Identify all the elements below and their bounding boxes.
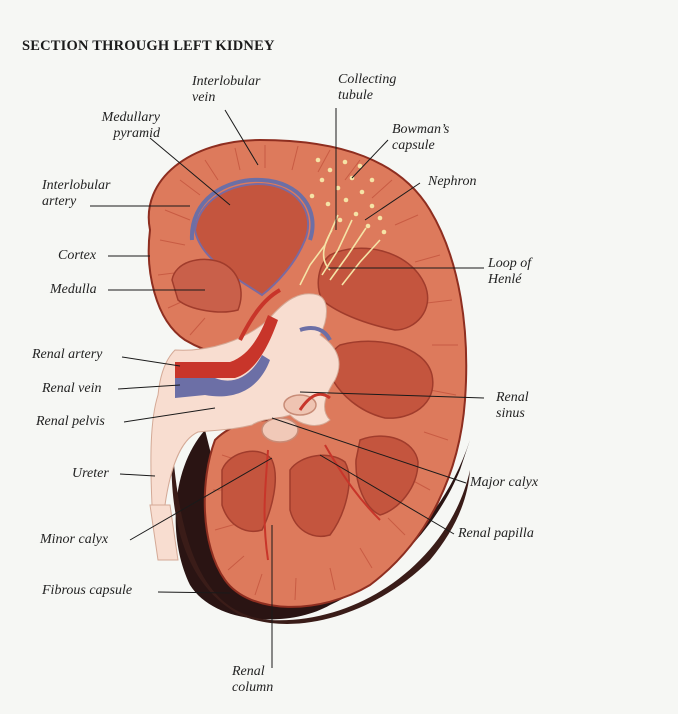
leader-nephron	[364, 182, 421, 221]
label-renal-vein: Renal vein	[42, 381, 102, 396]
renal-pelvis	[150, 293, 340, 506]
label-medullary-pyramid: Medullary pyramid	[101, 110, 160, 141]
leader-renal-papilla	[319, 454, 455, 535]
artery-branch-3	[263, 449, 269, 561]
pyramid-bottom-left	[221, 450, 276, 532]
label-minor-calyx: Minor calyx	[40, 532, 109, 547]
label-major-calyx: Major calyx	[470, 475, 539, 490]
label-cortex: Cortex	[58, 248, 97, 263]
label-renal-column: Renal column	[232, 664, 274, 695]
label-nephron: Nephron	[428, 174, 477, 189]
leader-fibrous-capsule	[157, 591, 231, 594]
pyramid-bottom-right	[355, 435, 419, 516]
nephron-tubules	[299, 214, 381, 286]
leader-interlobular-vein	[224, 109, 259, 166]
leader-lines	[90, 108, 485, 668]
leader-ureter	[119, 473, 156, 477]
leader-minor-calyx	[129, 457, 273, 541]
pyramid-right-upper	[317, 247, 429, 331]
leader-renal-pelvis	[123, 407, 216, 423]
leader-bowmans-capsule	[351, 139, 389, 179]
leader-medullary-pyramid	[149, 137, 231, 206]
label-renal-papilla: Renal papilla	[458, 526, 534, 541]
diagram-title: SECTION THROUGH LEFT KIDNEY	[22, 38, 275, 54]
label-collecting-tubule: Collecting tubule	[338, 72, 397, 103]
leader-renal-sinus	[299, 391, 485, 399]
leader-renal-artery	[121, 356, 181, 367]
artery-branch-4	[324, 444, 381, 521]
label-renal-sinus: Renal sinus	[496, 390, 529, 421]
label-renal-pelvis: Renal pelvis	[36, 414, 105, 429]
artery-branch-1	[238, 288, 282, 341]
ureter-tube	[149, 504, 179, 561]
label-loop-of-henle: Loop of Henlé	[488, 256, 532, 287]
label-bowmans-capsule: Bowman’s capsule	[392, 122, 450, 153]
pyramid-left	[171, 258, 242, 313]
leader-renal-vein	[117, 384, 181, 390]
minor-calyx-cup	[261, 417, 299, 443]
pyramid-bottom-mid	[289, 454, 350, 537]
cortex-striations	[157, 145, 458, 601]
vein-branch-1	[299, 326, 332, 342]
artery-branch-2	[298, 392, 331, 411]
renal-artery-vessel	[175, 315, 278, 378]
label-ureter: Ureter	[72, 466, 109, 481]
renal-vein-vessel	[175, 355, 270, 398]
fibrous-capsule-shadow	[175, 430, 470, 620]
label-interlobular-vein: Interlobular vein	[192, 74, 261, 105]
label-medulla: Medulla	[50, 282, 97, 297]
label-fibrous-capsule: Fibrous capsule	[42, 583, 133, 598]
arcuate-vein	[189, 177, 315, 241]
leader-major-calyx	[271, 417, 467, 484]
label-interlobular-artery: Interlobular artery	[42, 178, 111, 209]
label-renal-artery: Renal artery	[32, 347, 103, 362]
